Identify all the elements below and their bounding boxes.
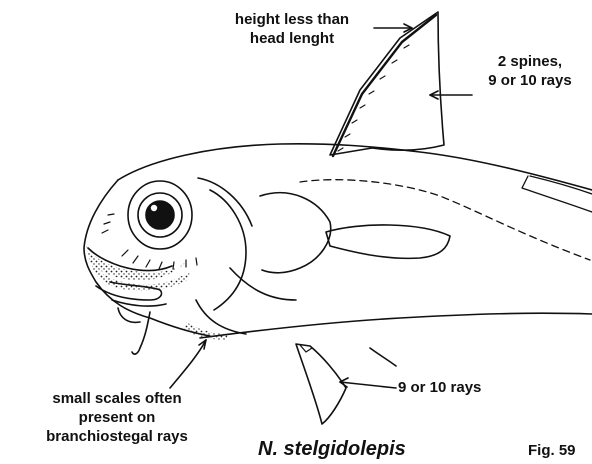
dorsal-height-line1: height less than bbox=[192, 10, 392, 29]
dorsal-spines-line2: 9 or 10 rays bbox=[470, 71, 590, 90]
species-name: N. stelgidolepis bbox=[258, 438, 406, 460]
pelvic-fin bbox=[296, 344, 346, 424]
dorsal-spines-label: 2 spines, 9 or 10 rays bbox=[470, 52, 590, 90]
scales-label: small scales often present on branchiost… bbox=[2, 389, 232, 446]
scales-line2: present on bbox=[2, 408, 232, 427]
dorsal-height-line2: head lenght bbox=[192, 29, 392, 48]
chin-barbel bbox=[132, 312, 150, 354]
pelvic-rays-label: 9 or 10 rays bbox=[398, 378, 481, 397]
branchiostegal-stipple bbox=[184, 322, 228, 340]
opercle bbox=[260, 193, 331, 273]
scales-line3: branchiostegal rays bbox=[2, 427, 232, 446]
dorsal-height-label: height less than head lenght bbox=[192, 10, 392, 48]
arrow-scales bbox=[170, 340, 206, 388]
scales-line1: small scales often bbox=[2, 389, 232, 408]
preopercle bbox=[210, 190, 246, 310]
pectoral-fin bbox=[326, 225, 450, 258]
dorsal-spines-line1: 2 spines, bbox=[470, 52, 590, 71]
arrow-pelvic-rays bbox=[340, 382, 396, 388]
figure-number: Fig. 59 bbox=[528, 441, 576, 460]
